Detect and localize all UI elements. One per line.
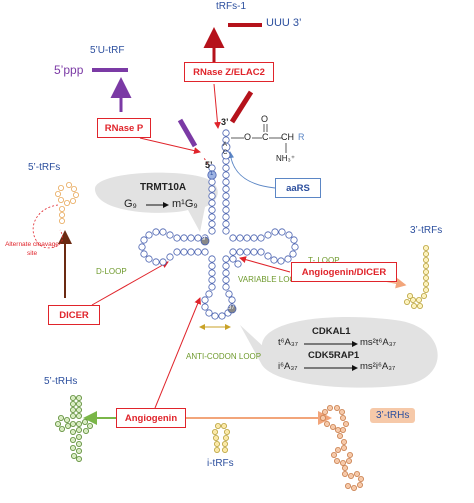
d-loop-circles — [138, 228, 174, 266]
uuu3-label: UUU 3’ — [266, 17, 302, 29]
three-trhs-fragment — [319, 404, 364, 491]
anticodon-stem — [208, 255, 242, 291]
five-prime-end-label: 5’ — [205, 160, 213, 170]
aars-arrow — [227, 151, 276, 189]
residue-o-label: O — [244, 132, 252, 142]
trna-3-end-circles — [221, 142, 231, 160]
pos1-marker — [207, 170, 217, 180]
trmt10a-label: TRMT10A — [140, 182, 187, 193]
dicer-box[interactable]: DICER — [48, 305, 100, 325]
cdk-bubble — [240, 317, 438, 388]
cdkal1-label: CDKAL1 — [312, 326, 351, 337]
five-trfs-fragment — [55, 181, 80, 224]
t-arm-stem — [229, 234, 265, 256]
angiogenin-box[interactable]: Angiogenin — [116, 408, 186, 428]
g9-marker — [200, 236, 210, 246]
five-trhs-label: 5’-tRHs — [44, 376, 78, 387]
angiogenin-dicer-arrow — [239, 256, 291, 273]
three-trfs-fragment — [403, 244, 429, 309]
i-trfs-label: i-tRFs — [207, 458, 234, 469]
rnase-p-arrow — [139, 137, 201, 155]
angiogenin-dicer-box[interactable]: Angiogenin/DICER — [291, 262, 397, 282]
cdk5rap1-label: CDK5RAP1 — [308, 350, 360, 361]
u5-trf-label: 5’U-tRF — [90, 45, 125, 56]
five-trfs-label: 5’-tRFs — [28, 162, 61, 173]
g9-number: 9 — [202, 236, 206, 242]
three-prime-end-label: 3’ — [221, 117, 229, 127]
pos37-number: 37 — [228, 305, 235, 311]
residue-c-label: C — [262, 132, 269, 142]
pos1-number: 1 — [210, 171, 214, 177]
nh3-label: NH₃⁺ — [276, 154, 296, 163]
variable-loop-label: VARIABLE LOOP — [238, 275, 301, 284]
residue-ch-label: CH — [281, 132, 294, 142]
rnase-z-cut-bar — [229, 90, 254, 124]
d-loop-label: D-LOOP — [96, 267, 127, 276]
terminal-a-label: A — [223, 142, 228, 148]
t-loop-circles — [264, 228, 299, 265]
three-trhs-label: 3’-tRHs — [370, 408, 416, 423]
aars-box[interactable]: aaRS — [275, 178, 321, 198]
alternate-cleavage-loop — [32, 204, 63, 249]
rnase-p-box[interactable]: RNase P — [97, 118, 151, 138]
ppp5-label: 5’ppp — [54, 63, 84, 77]
t-loop-label: T- LOOP — [308, 256, 340, 265]
three-trfs-label: 3’-tRFs — [410, 225, 443, 236]
rnase-z-arrow — [213, 83, 221, 129]
ms2i6a37-product: ms²i⁶A₃₇ — [360, 361, 396, 372]
acceptor-stem — [208, 129, 230, 235]
g9-substrate: G₉ — [124, 198, 137, 210]
i6a37-substrate: i⁶A₃₇ — [278, 361, 298, 372]
rnase-z-elac2-box[interactable]: RNase Z/ELAC2 — [184, 62, 274, 82]
pos37-marker — [227, 304, 237, 314]
i-trfs-fragment — [211, 422, 230, 453]
dashed-link — [203, 157, 213, 171]
rnase-p-cut-bar — [177, 118, 198, 148]
angiogenin-arrow — [154, 297, 201, 409]
residue-r-label: R — [298, 132, 305, 142]
trmt10a-bubble — [94, 172, 218, 232]
t6a37-substrate: t⁶A₃₇ — [278, 337, 299, 348]
anticodon-loop-label: ANTI-CODON LOOP — [186, 352, 262, 361]
m1g9-product: m¹G₉ — [172, 198, 198, 210]
alternate-cleavage-label: Alternate cleavage site — [5, 241, 59, 257]
dicer-arrow — [91, 261, 169, 306]
residue-double-o-label: O — [261, 114, 269, 124]
ms2t6a37-product: ms²t⁶A₃₇ — [360, 337, 396, 348]
five-trhs-fragment — [55, 394, 94, 462]
trfs1-label: tRFs-1 — [216, 1, 246, 12]
terminal-c-label: C — [223, 150, 228, 156]
